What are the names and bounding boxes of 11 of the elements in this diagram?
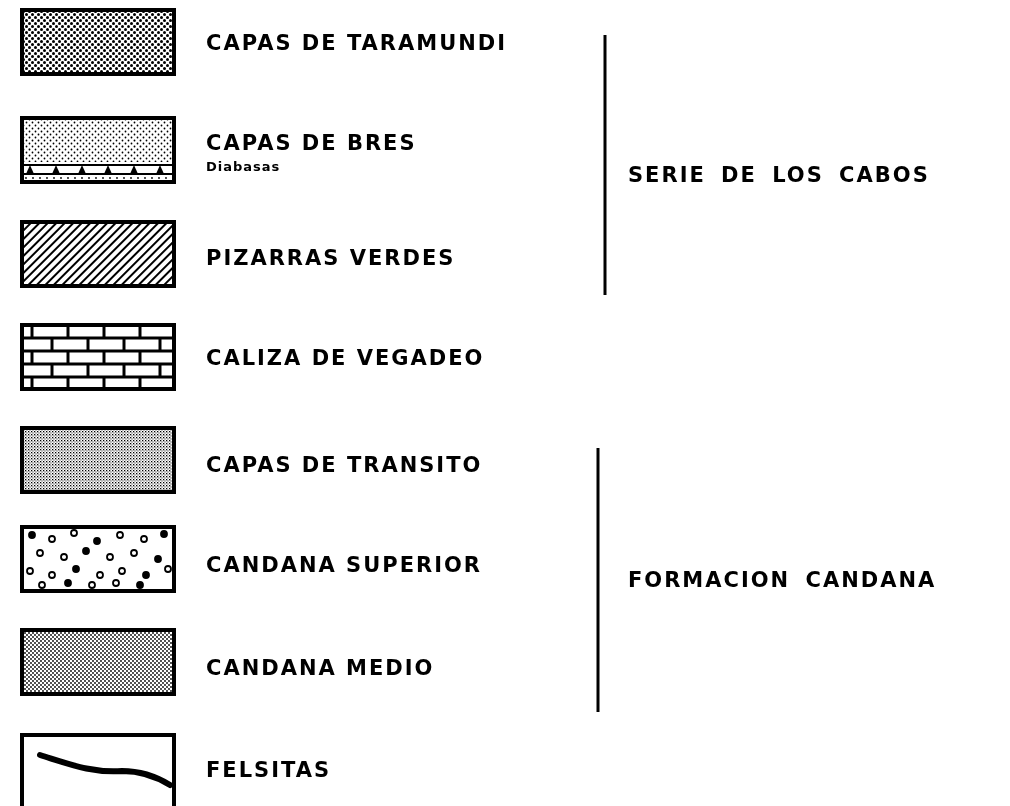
legend-label: PIZARRAS VERDES xyxy=(206,246,456,270)
legend-label: CAPAS DE TRANSITO xyxy=(206,453,483,477)
legend-label: CANDANA SUPERIOR xyxy=(206,553,482,577)
group-label: FORMACION CANDANA xyxy=(628,568,937,592)
legend-label: CALIZA DE VEGADEO xyxy=(206,346,485,370)
legend-label: CAPAS DE BRES xyxy=(206,131,417,155)
group-label: SERIE DE LOS CABOS xyxy=(628,163,930,187)
legend-label: CANDANA MEDIO xyxy=(206,656,435,680)
legend-label: Diabasas xyxy=(206,159,281,175)
legend-label: FELSITAS xyxy=(206,758,332,782)
legend-label: CAPAS DE TARAMUNDI xyxy=(206,31,508,55)
